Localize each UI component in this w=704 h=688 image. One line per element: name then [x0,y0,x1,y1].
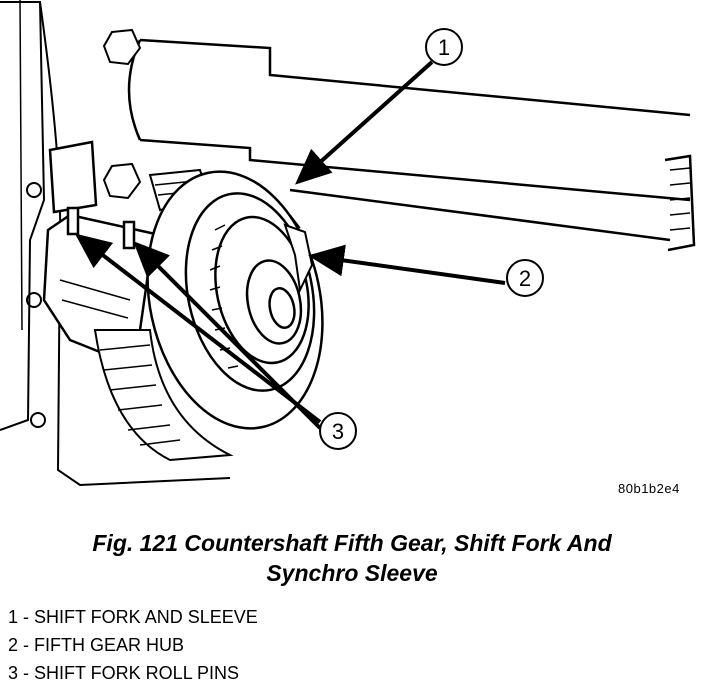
callout-1: 1 [425,28,463,66]
svg-text:2: 2 [519,266,531,291]
svg-text:1: 1 [438,35,450,60]
legend-item: 3 - SHIFT FORK ROLL PINS [8,663,240,683]
shift-fork [42,140,162,362]
figure-caption: Fig. 121 Countershaft Fifth Gear, Shift … [0,528,704,588]
gear-assembly-illustration: 1 2 3 [0,0,696,487]
callout-2: 2 [506,259,544,297]
caption-line-2: Synchro Sleeve [266,560,438,586]
legend-item: 1 - SHIFT FORK AND SLEEVE [8,607,258,627]
callout-3: 3 [319,412,357,450]
image-reference-code: 80b1b2e4 [618,481,680,496]
legend: 1 - SHIFT FORK AND SLEEVE 2 - FIFTH GEAR… [8,603,258,687]
caption-line-1: Fig. 121 Countershaft Fifth Gear, Shift … [92,530,612,556]
svg-text:3: 3 [332,419,344,444]
legend-item: 2 - FIFTH GEAR HUB [8,635,185,655]
leader-arrows [74,60,506,430]
housing-bolts [102,28,142,200]
